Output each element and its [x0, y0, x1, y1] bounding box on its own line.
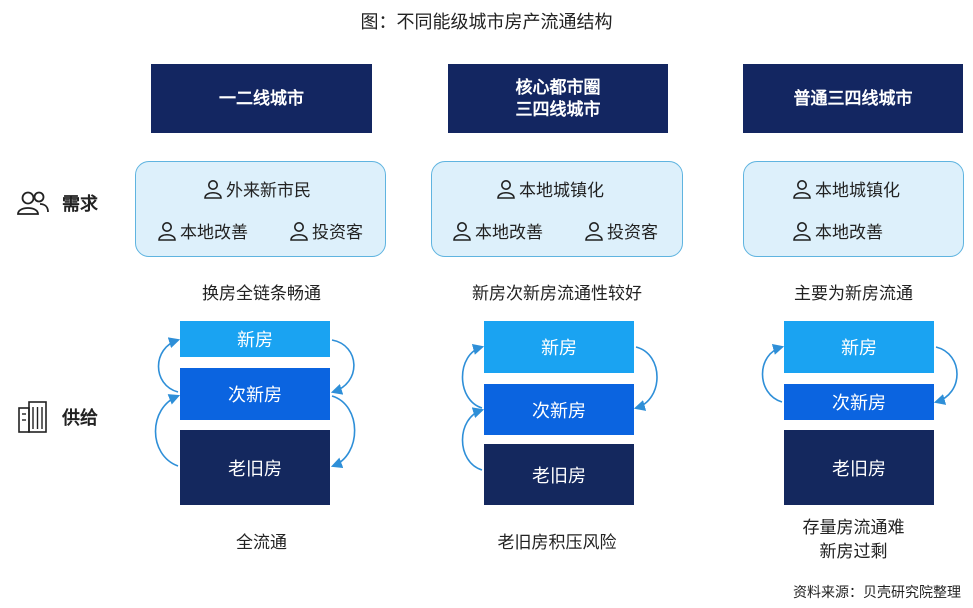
building-icon [18, 401, 47, 433]
supply-block-old-house: 老旧房 [180, 430, 330, 505]
supply-caption: 存量房流通难 新房过剩 [743, 516, 964, 564]
flow-arrow [633, 346, 658, 411]
demand-box-core-metro [431, 161, 683, 257]
row-label-supply-text: 供给 [62, 408, 98, 429]
column-header-core-metro: 核心都市圈 三四线城市 [448, 64, 668, 133]
person-icon [204, 179, 222, 199]
flow-arrow [461, 407, 485, 471]
demand-item: 外来新市民 [203, 176, 311, 201]
column-header-ordinary-tier3-4: 普通三四线城市 [743, 64, 963, 133]
source-note: 资料来源：贝壳研究院整理 [793, 585, 961, 601]
row-label-demand-text: 需求 [62, 194, 98, 215]
flow-arrow [154, 394, 181, 467]
demand-box-ordinary-tier3-4 [743, 161, 964, 257]
supply-block-new-house: 新房 [180, 321, 330, 357]
demand-item: 本地改善 [157, 218, 248, 243]
flow-arrow [330, 395, 356, 469]
demand-item: 本地城镇化 [496, 176, 604, 201]
flow-arrow [933, 346, 958, 405]
person-icon [585, 221, 603, 241]
flow-arrow [761, 343, 785, 403]
supply-caption: 老旧房积压风险 [497, 533, 617, 553]
flow-arrow [157, 337, 181, 393]
supply-caption-line: 存量房流通难 [802, 518, 905, 538]
demand-caption: 主要为新房流通 [794, 284, 913, 304]
supply-block-sub-new-house: 次新房 [484, 384, 634, 435]
demand-caption: 换房全链条畅通 [202, 284, 321, 304]
supply-block-old-house: 老旧房 [784, 430, 934, 505]
people-icon [17, 191, 49, 215]
demand-item: 本地改善 [792, 218, 883, 243]
flow-arrow [330, 339, 355, 395]
demand-item: 投资客 [584, 218, 658, 243]
flow-arrow [461, 343, 485, 409]
row-label-supply: 供给 [16, 400, 98, 434]
supply-caption: 全流通 [236, 533, 287, 553]
row-label-demand: 需求 [16, 190, 98, 216]
column-header-tier1-2: 一二线城市 [151, 64, 372, 133]
supply-block-sub-new-house: 次新房 [784, 384, 934, 420]
person-icon [793, 179, 811, 199]
figure-title: 图：不同能级城市房产流通结构 [360, 12, 613, 33]
demand-item: 投资客 [289, 218, 363, 243]
supply-block-old-house: 老旧房 [484, 444, 634, 505]
supply-caption-line: 新房过剩 [819, 542, 888, 562]
header-line: 核心都市圈 [515, 77, 601, 98]
person-icon [290, 221, 308, 241]
supply-block-new-house: 新房 [784, 321, 934, 373]
person-icon [793, 221, 811, 241]
header-line: 三四线城市 [515, 99, 601, 120]
header-line: 一二线城市 [219, 88, 304, 109]
demand-item: 本地改善 [452, 218, 543, 243]
header-line: 普通三四线城市 [793, 88, 913, 109]
supply-block-new-house: 新房 [484, 321, 634, 373]
person-icon [453, 221, 471, 241]
demand-item: 本地城镇化 [792, 176, 900, 201]
person-icon [158, 221, 176, 241]
person-icon [497, 179, 515, 199]
demand-caption: 新房次新房流通性较好 [472, 284, 642, 304]
supply-block-sub-new-house: 次新房 [180, 368, 330, 420]
demand-box-tier1-2 [135, 161, 386, 257]
